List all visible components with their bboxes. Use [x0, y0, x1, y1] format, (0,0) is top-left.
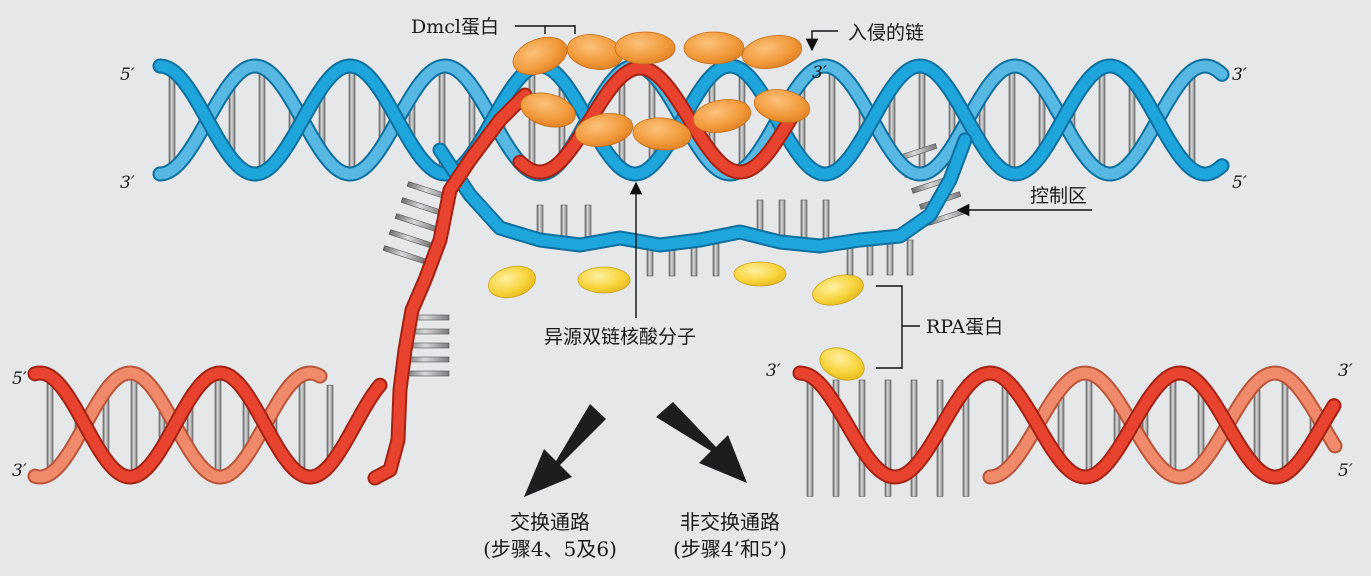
bottom-left-base-pair: [130, 373, 138, 477]
invading-strand-paired: [514, 62, 805, 178]
top-left-3prime: 3′: [120, 173, 135, 193]
connector-base-pair: [382, 245, 425, 264]
rpa-protein: [488, 265, 536, 299]
proteins: [488, 31, 865, 381]
crossover-pathway-steps: (步骤4、5及6): [483, 537, 617, 561]
bottom-right-base-pair: [1085, 373, 1093, 477]
connector-base-pair: [388, 229, 431, 248]
dmc1-protein: [692, 99, 752, 133]
bottom-right-3prime-b: 3′: [1338, 361, 1353, 381]
bottom-right-single-strand-base: [910, 379, 918, 497]
crossover-pathway-title: 交换通路: [510, 510, 590, 534]
dloop-base-pair: [778, 199, 786, 239]
bottom-right-single-strand-base: [806, 379, 814, 497]
bottom-right-base-pair: [1281, 375, 1289, 475]
top-duplex-base-pair: [348, 65, 356, 175]
dmc1-protein: [632, 117, 692, 151]
top-duplex-base-pair: [918, 65, 926, 175]
top-duplex-base-pair: [168, 69, 176, 171]
bottom-left-3prime: 3′: [12, 461, 27, 481]
connector-base-pair: [404, 370, 450, 377]
bottom-right-single-strand-base: [884, 379, 892, 497]
invading-strand-connector: [369, 89, 531, 484]
bottom-right-base-pair: [1169, 374, 1177, 476]
bottom-right-strand-a: [794, 367, 1340, 483]
control-region-label: 控制区: [1030, 185, 1087, 207]
top-duplex-base-pair: [1008, 65, 1016, 175]
heteroduplex-label: 异源双链核酸分子: [544, 326, 696, 348]
crossover-arrow: [524, 404, 606, 497]
invading-strand-label: 入侵的链: [848, 22, 924, 44]
bottom-left-base-pair: [298, 374, 306, 476]
dmc1-bracket: [515, 25, 576, 34]
bottom-right-base-pair: [1001, 378, 1009, 472]
dloop-base-pair: [690, 243, 698, 277]
bottom-right-strand-b: [984, 367, 1341, 483]
dmc1-protein: [753, 89, 811, 123]
noncrossover-arrow: [656, 402, 747, 483]
dmc1-protein: [574, 113, 634, 147]
bottom-right-5prime: 5′: [1338, 461, 1353, 481]
rpa-bracket: [876, 285, 920, 369]
connector-base-pair: [394, 213, 437, 232]
top-duplex-base-pair: [1188, 70, 1196, 170]
bottom-left-base-pair: [46, 375, 54, 475]
rpa-protein: [577, 266, 631, 294]
top-right-5prime: 5′: [1232, 173, 1247, 193]
top-duplex-base-pair: [828, 67, 836, 173]
connector-base-pair: [404, 356, 450, 363]
bottom-right-single-strand-base: [832, 379, 840, 497]
top-duplex-strand-a: [154, 60, 1228, 180]
invading-strand-3prime: 3′: [812, 63, 827, 83]
pathway-arrows: [524, 402, 747, 497]
bottom-right-3prime-a: 3′: [766, 361, 781, 381]
bottom-left-base-pair: [214, 372, 222, 478]
connector-base-pair: [400, 197, 443, 216]
dmc1-protein: [741, 35, 803, 69]
dloop-base-pair: [822, 199, 830, 239]
bottom-left-strand-a: [29, 367, 386, 483]
invading-strand-arrow-line: [805, 30, 838, 52]
top-duplex-base-pair: [258, 67, 266, 173]
dmc1-protein: [520, 92, 576, 128]
rpa-protein-label: RPA蛋白: [926, 316, 1003, 338]
rpa-protein: [812, 274, 864, 306]
dloop-base-pair: [712, 243, 720, 277]
dloop-base-pair: [886, 239, 894, 276]
dloop-base-pair: [800, 199, 808, 239]
displaced-strand: [434, 134, 971, 252]
annotation-lines: [515, 25, 1092, 369]
dloop-base-pair: [584, 204, 592, 241]
dmc1-protein: [683, 31, 745, 65]
dloop-base-pair: [906, 239, 914, 276]
dmc1-protein: [512, 36, 568, 76]
top-duplex-base-pair: [1098, 67, 1106, 173]
dna-strands-front: [27, 58, 1342, 486]
rpa-protein: [819, 347, 865, 381]
dmc1-protein-label: Dmcl蛋白: [411, 16, 499, 38]
top-right-3prime: 3′: [1232, 65, 1247, 85]
bottom-left-5prime: 5′: [12, 369, 27, 389]
noncrossover-pathway-steps: (步骤4’和5’): [673, 537, 787, 561]
noncrossover-pathway-title: 非交换通路: [680, 510, 780, 534]
dmc1-protein: [614, 31, 676, 65]
top-left-5prime: 5′: [120, 65, 135, 85]
dloop-base-pair: [560, 204, 568, 241]
rpa-protein: [733, 261, 787, 287]
